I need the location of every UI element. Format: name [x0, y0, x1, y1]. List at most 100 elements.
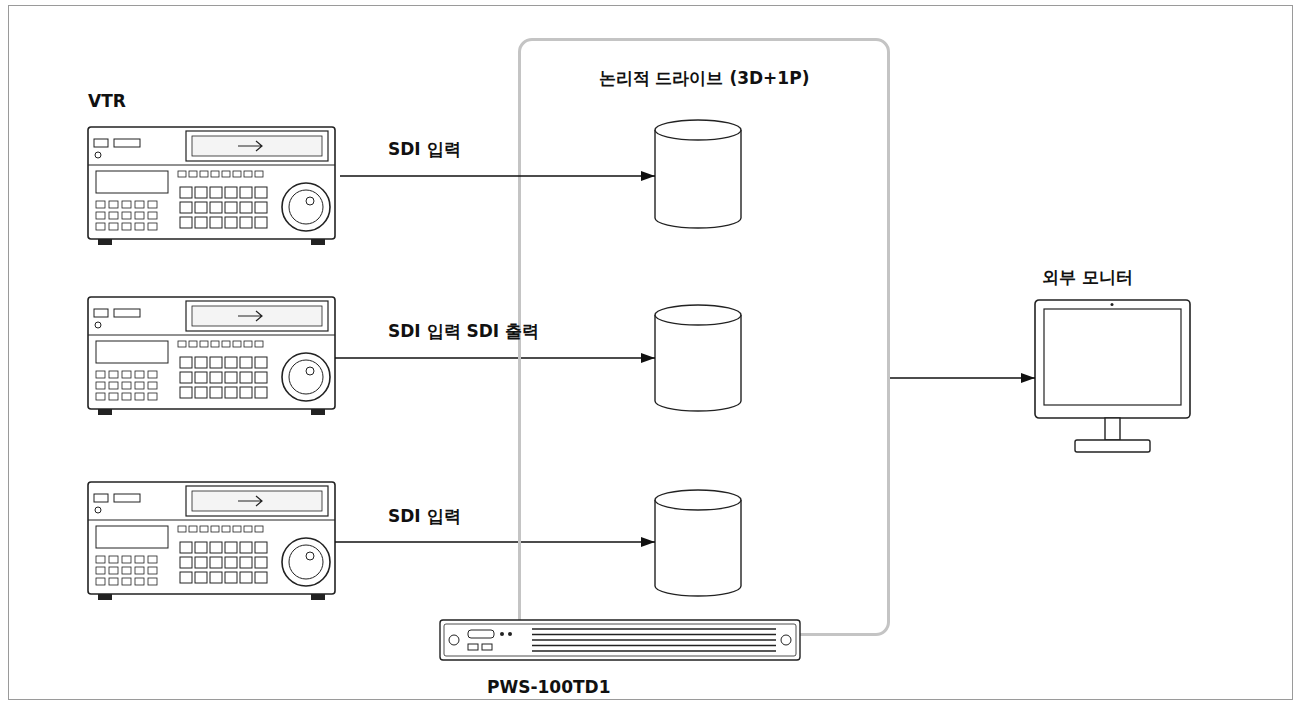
disk-top: [655, 490, 741, 510]
disk: [655, 120, 741, 228]
jog-dial: [282, 538, 330, 586]
disk-cylinder: [655, 130, 741, 228]
usb-port: [468, 644, 478, 650]
server-led: [508, 632, 512, 636]
vtr-key: [195, 372, 207, 383]
jog-dial-ring: [289, 360, 323, 394]
vtr-key: [135, 556, 144, 563]
disk-cylinder: [655, 500, 741, 596]
vtr-key: [178, 526, 186, 532]
vtr-key: [225, 357, 237, 368]
vtr-key: [210, 202, 222, 213]
vtr-key: [240, 542, 252, 553]
vtr-key: [195, 202, 207, 213]
usb-port: [482, 644, 492, 650]
vtr-divider: [88, 165, 335, 166]
vtr-key: [180, 387, 192, 398]
vtr-key: [180, 557, 192, 568]
vtr-led: [95, 152, 101, 158]
vtr-key: [210, 572, 222, 583]
disk: [655, 305, 741, 411]
outer-frame: [9, 6, 1293, 700]
vtr-key: [210, 357, 222, 368]
vtr-button: [114, 494, 140, 502]
server-face: [444, 624, 796, 656]
vtr-key: [96, 556, 105, 563]
vtr-key: [180, 572, 192, 583]
vtr-key: [96, 371, 105, 378]
vtr-key: [233, 341, 241, 347]
vtr-key: [255, 217, 267, 228]
vtr-key: [195, 542, 207, 553]
vtr-button: [94, 494, 108, 502]
vtr-key: [189, 526, 197, 532]
vtr-key: [178, 171, 186, 177]
signal-label: SDI 입력: [388, 505, 461, 528]
node-label: VTR: [88, 91, 126, 111]
tape-door: [192, 491, 322, 511]
vtr-key: [135, 393, 144, 400]
vtr-key: [210, 187, 222, 198]
vtr-key: [222, 341, 230, 347]
vtr-key: [122, 578, 131, 585]
vtr-key: [255, 387, 267, 398]
vtr-key: [109, 201, 118, 208]
vtr-device: VTR: [85, 88, 340, 250]
vtr-key: [96, 201, 105, 208]
vtr-key: [244, 341, 252, 347]
vtr-key: [200, 341, 208, 347]
server-body: [440, 620, 800, 660]
vtr-key: [195, 217, 207, 228]
tape-slot: [186, 131, 328, 161]
vtr-key: [109, 567, 118, 574]
vtr-key: [135, 223, 144, 230]
vtr-display: [96, 341, 168, 363]
vtr-key: [255, 202, 267, 213]
tape-door: [192, 306, 322, 326]
vtr-divider: [88, 520, 335, 521]
vtr-key: [122, 393, 131, 400]
vtr-key: [148, 382, 157, 389]
vtr-key: [195, 557, 207, 568]
disk-cylinder: [655, 315, 741, 411]
vtr-key: [255, 542, 267, 553]
jog-dial: [282, 353, 330, 401]
disk-top: [655, 305, 741, 325]
vtr-key: [240, 372, 252, 383]
vtr-key: [122, 556, 131, 563]
vtr-key: [240, 357, 252, 368]
power-button: [468, 630, 494, 638]
vtr-key: [96, 578, 105, 585]
vtr-key: [135, 382, 144, 389]
device-illustration: [440, 620, 800, 662]
vtr-key: [180, 202, 192, 213]
vtr-foot: [311, 239, 325, 245]
vtr-key: [135, 371, 144, 378]
vtr-key: [96, 223, 105, 230]
server-grille: [532, 634, 776, 636]
vtr-unit: [88, 297, 335, 415]
vtr-key: [255, 372, 267, 383]
vtr-key: [225, 187, 237, 198]
vtr-key: [233, 171, 241, 177]
vtr-key: [178, 341, 186, 347]
tape-arrow: [238, 141, 262, 151]
vtr-key: [180, 372, 192, 383]
vtr-key: [255, 526, 263, 532]
vtr-key: [255, 557, 267, 568]
vtr-key: [195, 357, 207, 368]
vtr-key: [135, 212, 144, 219]
vtr-key: [148, 371, 157, 378]
vtr-key: [109, 212, 118, 219]
vtr-key: [96, 393, 105, 400]
vtr-key: [225, 557, 237, 568]
vtr-key: [122, 371, 131, 378]
vtr-button: [94, 139, 108, 147]
vtr-key: [210, 542, 222, 553]
monitor-frame: [1035, 300, 1190, 418]
vtr-key: [148, 212, 157, 219]
vtr-key: [211, 526, 219, 532]
vtr-key: [180, 217, 192, 228]
server-handle: [781, 635, 791, 645]
